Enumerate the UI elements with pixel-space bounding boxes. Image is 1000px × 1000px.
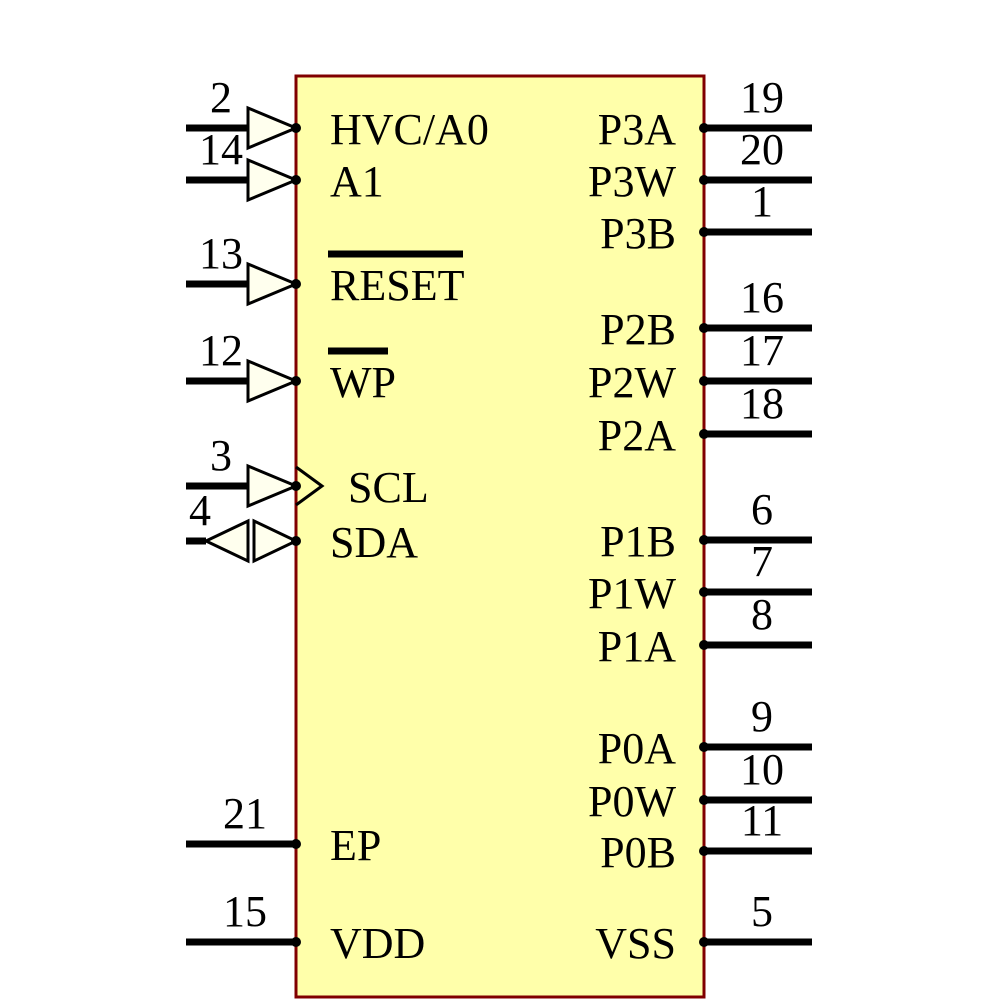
pin-number: 6 bbox=[751, 485, 773, 534]
input-arrow-icon bbox=[246, 463, 300, 509]
pin-dot bbox=[699, 123, 709, 133]
pin-dot bbox=[699, 175, 709, 185]
pin-label: P0B bbox=[600, 828, 676, 877]
pin-label: HVC/A0 bbox=[330, 105, 489, 154]
pin-dot bbox=[699, 227, 709, 237]
pin-number: 10 bbox=[740, 745, 784, 794]
pin-label: P3W bbox=[588, 157, 676, 206]
pin-number: 3 bbox=[210, 431, 232, 480]
pin-number: 18 bbox=[740, 379, 784, 428]
bidirectional-arrow-left-icon bbox=[202, 518, 250, 564]
pin-label: VSS bbox=[595, 919, 676, 968]
pin-number: 7 bbox=[751, 537, 773, 586]
input-arrow-icon bbox=[246, 157, 300, 203]
pin-dot bbox=[291, 839, 301, 849]
chip-body-rect bbox=[294, 74, 706, 999]
pin-dot bbox=[699, 640, 709, 650]
pin-number: 15 bbox=[223, 887, 267, 936]
pin-label: A1 bbox=[330, 157, 384, 206]
pin-label: P2W bbox=[588, 358, 676, 407]
pin-label: P1A bbox=[598, 622, 676, 671]
pin-label: P1W bbox=[588, 569, 676, 618]
pin-dot bbox=[699, 587, 709, 597]
pin-label: EP bbox=[330, 821, 381, 870]
pin-dot bbox=[291, 481, 301, 491]
pin-dot bbox=[291, 937, 301, 947]
pin-dot bbox=[291, 536, 301, 546]
pin-number: 21 bbox=[223, 789, 267, 838]
pin-number: 9 bbox=[751, 692, 773, 741]
pin-label: P2A bbox=[598, 411, 676, 460]
pin-number: 16 bbox=[740, 273, 784, 322]
pin-dot bbox=[699, 535, 709, 545]
pin-label: WP bbox=[330, 358, 396, 407]
pin-dot bbox=[699, 846, 709, 856]
pin-dot bbox=[699, 795, 709, 805]
pin-label: P3A bbox=[598, 105, 676, 154]
pin-number: 2 bbox=[210, 73, 232, 122]
input-arrow-icon bbox=[246, 105, 300, 151]
pin-label: SDA bbox=[330, 518, 418, 567]
pin-dot bbox=[699, 937, 709, 947]
pin-number: 4 bbox=[189, 486, 211, 535]
pin-label: P3B bbox=[600, 209, 676, 258]
pin-number: 19 bbox=[740, 73, 784, 122]
pin-dot bbox=[291, 279, 301, 289]
pin-label: RESET bbox=[330, 261, 465, 310]
pin-number: 17 bbox=[740, 326, 784, 375]
input-arrow-icon bbox=[246, 261, 300, 307]
pin-label: SCL bbox=[348, 463, 429, 512]
pin-label: P0A bbox=[598, 724, 676, 773]
pin-dot bbox=[291, 123, 301, 133]
pin-number: 14 bbox=[199, 125, 243, 174]
clock-wedge-icon bbox=[295, 465, 325, 507]
pin-number: 13 bbox=[199, 229, 243, 278]
pin-number: 20 bbox=[740, 125, 784, 174]
pin-number: 8 bbox=[751, 590, 773, 639]
pin-label: P1B bbox=[600, 517, 676, 566]
pin-number: 12 bbox=[199, 326, 243, 375]
pin-number: 1 bbox=[751, 177, 773, 226]
bidirectional-arrow-right-icon bbox=[252, 518, 300, 564]
pin-dot bbox=[699, 376, 709, 386]
pin-dot bbox=[699, 429, 709, 439]
pin-dot bbox=[699, 323, 709, 333]
pin-label: VDD bbox=[330, 919, 425, 968]
input-arrow-icon bbox=[246, 358, 300, 404]
pin-label: P2B bbox=[600, 305, 676, 354]
pin-label: P0W bbox=[588, 777, 676, 826]
pin-number: 5 bbox=[751, 887, 773, 936]
pin-dot bbox=[699, 742, 709, 752]
pin-dot bbox=[291, 376, 301, 386]
pin-number: 11 bbox=[741, 796, 783, 845]
pin-dot bbox=[291, 175, 301, 185]
